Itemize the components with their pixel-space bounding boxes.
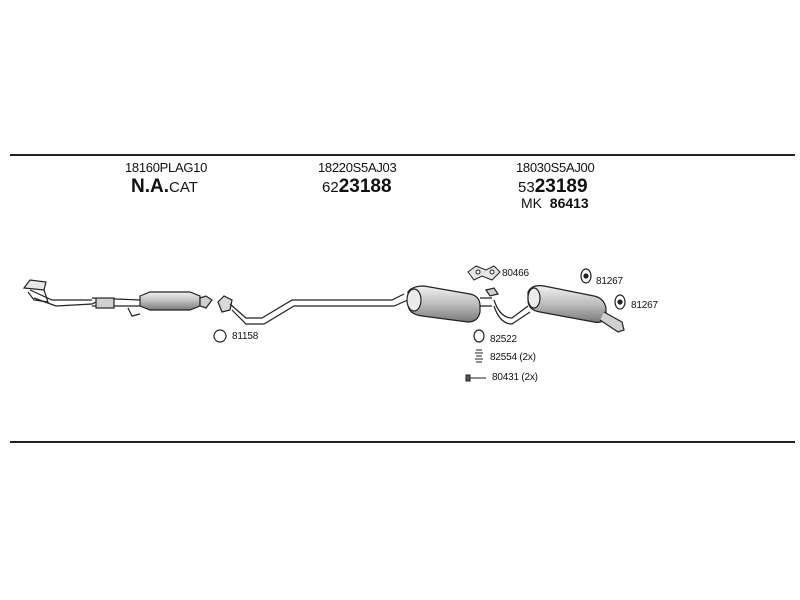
rear-pipe-and-muffler — [493, 285, 625, 333]
rubber-mount-81267-top-icon — [580, 268, 592, 284]
part-label-81267-top: 81267 — [596, 276, 623, 287]
part-code-middle-pipe: 18220S5AJ03 — [318, 160, 397, 175]
catalyst-label: N.A.CAT — [131, 176, 198, 198]
front-pipe-with-catalyst — [22, 279, 213, 317]
rear-muffler-number-prefix: 53 — [518, 179, 535, 196]
part-label-81158: 81158 — [232, 331, 259, 342]
middle-pipe — [217, 293, 409, 325]
bolt-80431-icon — [465, 374, 486, 382]
top-divider — [10, 154, 795, 156]
rear-muffler-number: 5323189 — [518, 176, 588, 198]
part-label-80431: 80431 (2x) — [492, 372, 538, 383]
part-label-82554: 82554 (2x) — [490, 352, 536, 363]
part-label-80466: 80466 — [502, 268, 529, 279]
catalyst-label-bold: N.A. — [131, 176, 169, 197]
clamp-bracket-80466-icon — [467, 265, 501, 281]
part-code-rear-muffler: 18030S5AJ00 — [516, 160, 595, 175]
gasket-ring-82522-icon — [473, 329, 485, 343]
center-muffler — [406, 285, 499, 323]
part-label-81267-bottom: 81267 — [631, 300, 658, 311]
middle-pipe-number-main: 23188 — [338, 176, 392, 197]
part-code-front-pipe: 18160PLAG10 — [125, 160, 207, 175]
middle-pipe-number: 6223188 — [322, 176, 392, 198]
middle-pipe-number-prefix: 62 — [322, 179, 339, 196]
gasket-ring-81158-icon — [213, 329, 227, 343]
part-label-82522: 82522 — [490, 334, 517, 345]
catalyst-label-suffix: CAT — [169, 179, 198, 196]
mounting-kit-number: MK 86413 — [521, 195, 589, 211]
mounting-kit-main: 86413 — [549, 195, 589, 211]
rubber-mount-81267-bottom-icon — [614, 294, 626, 310]
rear-muffler-number-main: 23189 — [534, 176, 588, 197]
spring-82554-icon — [475, 349, 483, 363]
mounting-kit-prefix: MK — [521, 195, 542, 211]
bottom-divider — [10, 441, 795, 443]
